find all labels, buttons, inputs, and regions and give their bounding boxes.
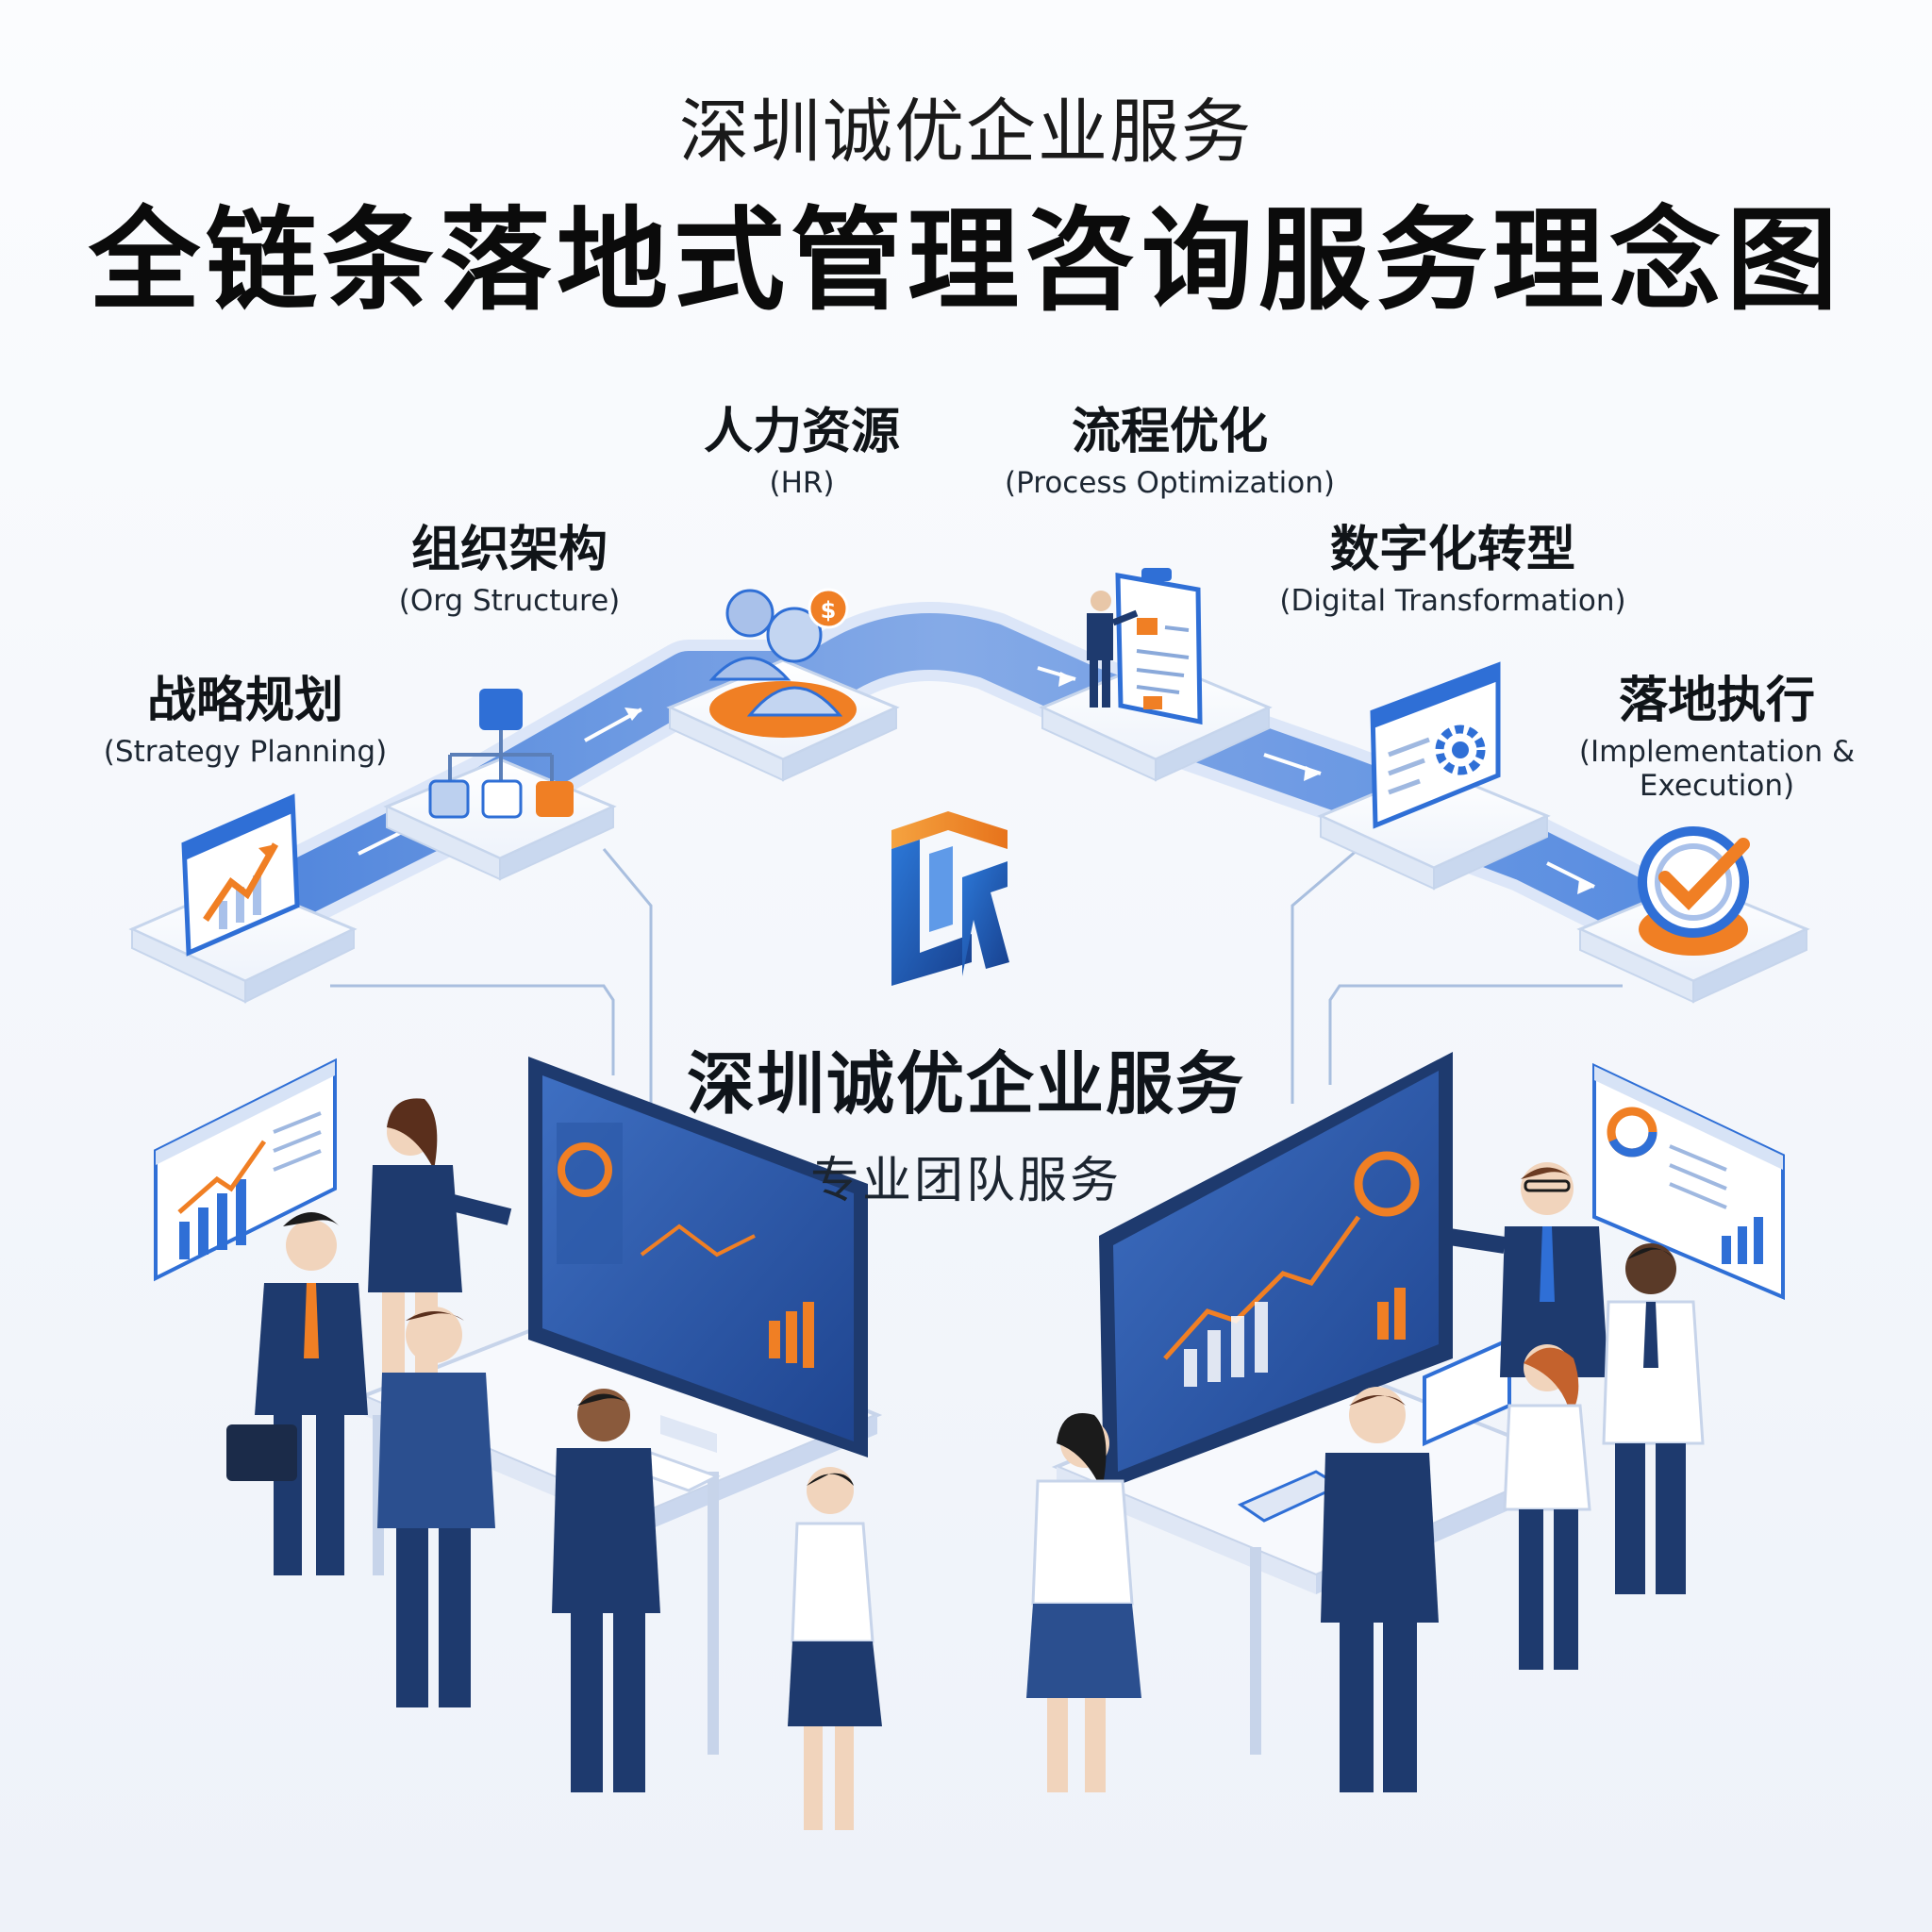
svg-text:$: $ xyxy=(821,597,837,624)
person xyxy=(1026,1413,1141,1792)
brand-logo xyxy=(891,811,1009,986)
person xyxy=(377,1307,495,1707)
brand-block: 深圳诚优企业服务 专业团队服务 xyxy=(0,1028,1932,1211)
org-chart-icon xyxy=(428,689,574,819)
left-team xyxy=(226,1098,882,1830)
stage-title: 落地执行 xyxy=(1618,673,1815,729)
stage-hr: 人力资源 (HR) xyxy=(670,404,934,501)
stage-digital-transformation: 数字化转型 (Digital Transformation) xyxy=(1264,522,1641,619)
person xyxy=(226,1212,368,1575)
clipboard-icon xyxy=(1087,568,1203,725)
person xyxy=(1503,1344,1591,1670)
stage-subtitle: (Org Structure) xyxy=(398,584,621,619)
brand-tagline: 专业团队服务 xyxy=(809,1153,1122,1209)
people-icon: $ xyxy=(708,588,857,738)
strategy-chart-icon xyxy=(181,793,300,957)
stage-title: 数字化转型 xyxy=(1329,522,1575,578)
person xyxy=(788,1467,882,1830)
stage-strategy-planning: 战略规划 (Strategy Planning) xyxy=(85,673,406,770)
stage-title: 战略规划 xyxy=(146,673,343,729)
stage-subtitle: (HR) xyxy=(769,466,835,501)
right-floating-chart xyxy=(1592,1062,1785,1301)
person xyxy=(552,1389,660,1792)
stage-subtitle: (Implementation & Execution) xyxy=(1578,735,1856,803)
stage-implementation-execution: 落地执行 (Implementation & Execution) xyxy=(1538,673,1896,803)
page-subtitle: 深圳诚优企业服务 xyxy=(679,92,1253,173)
stage-title: 流程优化 xyxy=(1071,404,1268,460)
gear-screen-icon xyxy=(1370,661,1501,829)
person xyxy=(1441,1162,1608,1377)
right-team xyxy=(1026,1162,1705,1792)
stage-title: 组织架构 xyxy=(410,522,608,578)
stage-subtitle: (Digital Transformation) xyxy=(1279,584,1626,619)
stage-subtitle: (Strategy Planning) xyxy=(103,735,388,770)
stage-org-structure: 组织架构 (Org Structure) xyxy=(377,522,641,619)
stage-process-optimization: 流程优化 (Process Optimization) xyxy=(981,404,1358,501)
left-floating-chart xyxy=(154,1058,337,1282)
stage-subtitle: (Process Optimization) xyxy=(1005,466,1335,501)
person xyxy=(1321,1387,1439,1792)
page-title: 全链条落地式管理咨询服务理念图 xyxy=(88,195,1843,325)
brand-name: 深圳诚优企业服务 xyxy=(686,1044,1245,1124)
stage-title: 人力资源 xyxy=(703,404,900,460)
right-workstation xyxy=(1051,1052,1581,1755)
person xyxy=(1602,1243,1705,1594)
checkmark-icon xyxy=(1638,826,1750,956)
connector-lines xyxy=(330,847,1623,1104)
